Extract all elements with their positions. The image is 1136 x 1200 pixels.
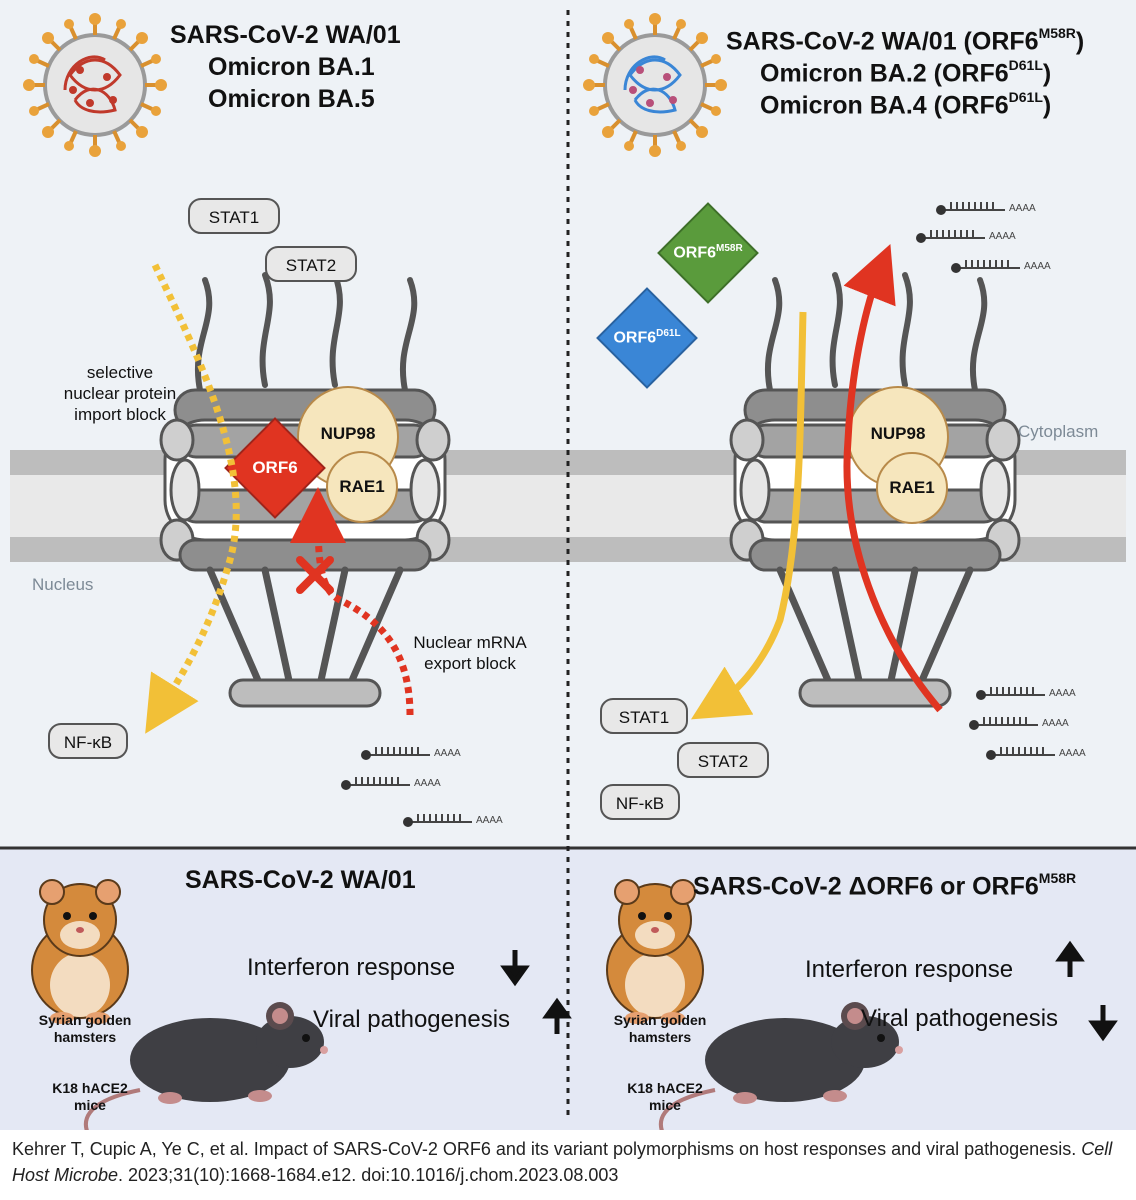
bottom-left-hamster-label: Syrian golden hamsters <box>38 1012 132 1045</box>
export-block-arrow <box>290 487 414 716</box>
citation: Kehrer T, Cupic A, Ye C, et al. Impact o… <box>12 1139 1113 1185</box>
orf6-label: ORF6 <box>252 458 298 477</box>
bottom-left-mouse-label: K18 hACE2 mice <box>52 1080 128 1113</box>
orf6-m58r-label: ORF6M58R <box>673 243 743 262</box>
nup98-label-right: NUP98 <box>870 424 926 443</box>
orf6-d61l-diamond <box>596 287 698 389</box>
mrna-tail-right-1: AAAA <box>1009 203 1036 214</box>
nup98-label-left: NUP98 <box>320 424 376 443</box>
left-title-1: SARS-CoV-2 WA/01 <box>170 21 401 49</box>
arrow-up-icon <box>542 997 572 1034</box>
right-title-2: Omicron BA.2 (ORF6D61L) <box>760 57 1052 88</box>
nfkb-pill-left: NF-κB <box>48 723 128 759</box>
import-block-label: selective nuclear protein import block <box>63 363 177 424</box>
cytoplasm-label: Cytoplasm <box>1018 422 1099 441</box>
mrna-tail-left-3: AAAA <box>476 815 503 826</box>
right-title-3: Omicron BA.4 (ORF6D61L) <box>760 89 1052 120</box>
left-title-3: Omicron BA.5 <box>208 85 375 113</box>
arrow-up-icon-right <box>1055 940 1085 977</box>
bottom-right-effect-pathogenesis: Viral pathogenesis <box>861 1005 1059 1032</box>
nucleus-label: Nucleus <box>32 575 94 594</box>
bottom-left-effect-interferon: Interferon response <box>247 954 456 981</box>
arrow-down-icon <box>500 950 530 987</box>
mrna-tail-right-3: AAAA <box>1024 261 1051 272</box>
rae1-label-left: RAE1 <box>339 477 385 496</box>
bottom-right-mouse-label: K18 hACE2 mice <box>627 1080 703 1113</box>
mrna-tail-right-2: AAAA <box>989 231 1016 242</box>
bottom-right-hamster-label: Syrian golden hamsters <box>613 1012 707 1045</box>
nfkb-pill-right: NF-κB <box>600 784 680 820</box>
export-block-label: Nuclear mRNA export block <box>413 633 527 673</box>
rae1-right <box>876 452 948 524</box>
orf6-d61l-label: ORF6D61L <box>613 328 681 347</box>
import-arrow-right <box>690 311 807 720</box>
bottom-right-effect-interferon: Interferon response <box>805 956 1014 983</box>
bottom-left-title: SARS-CoV-2 WA/01 <box>185 866 416 894</box>
virus-red-icon <box>21 11 169 159</box>
stat1-pill-left: STAT1 <box>188 198 280 234</box>
block-x-icon <box>296 556 334 594</box>
hamster-left-icon <box>31 879 129 1025</box>
mrna-tail-right-4: AAAA <box>1049 688 1076 699</box>
figure: SARS-CoV-2 WA/01 Omicron BA.1 Omicron BA… <box>0 0 1136 1130</box>
hamster-right-icon <box>606 879 704 1025</box>
stat1-pill-right: STAT1 <box>600 698 688 734</box>
stat2-pill-left: STAT2 <box>265 246 357 282</box>
export-arrow-right <box>843 244 943 713</box>
rae1-label-right: RAE1 <box>889 478 935 497</box>
bottom-right-title: SARS-CoV-2 ΔORF6 or ORF6M58R <box>693 870 1077 901</box>
bottom-left-effect-pathogenesis: Viral pathogenesis <box>313 1006 511 1033</box>
left-title-2: Omicron BA.1 <box>208 53 375 81</box>
arrow-down-icon-right <box>1088 1005 1118 1042</box>
stat2-pill-right: STAT2 <box>677 742 769 778</box>
mrna-tail-right-5: AAAA <box>1042 718 1069 729</box>
import-block-arrow <box>145 263 240 734</box>
mrna-tail-left-2: AAAA <box>414 778 441 789</box>
mrna-tail-right-6: AAAA <box>1059 748 1086 759</box>
orf6-m58r-diamond <box>657 202 759 304</box>
right-title-1: SARS-CoV-2 WA/01 (ORF6M58R) <box>726 25 1085 56</box>
mrna-tail-left-1: AAAA <box>434 748 461 759</box>
virus-blue-icon <box>581 11 729 159</box>
